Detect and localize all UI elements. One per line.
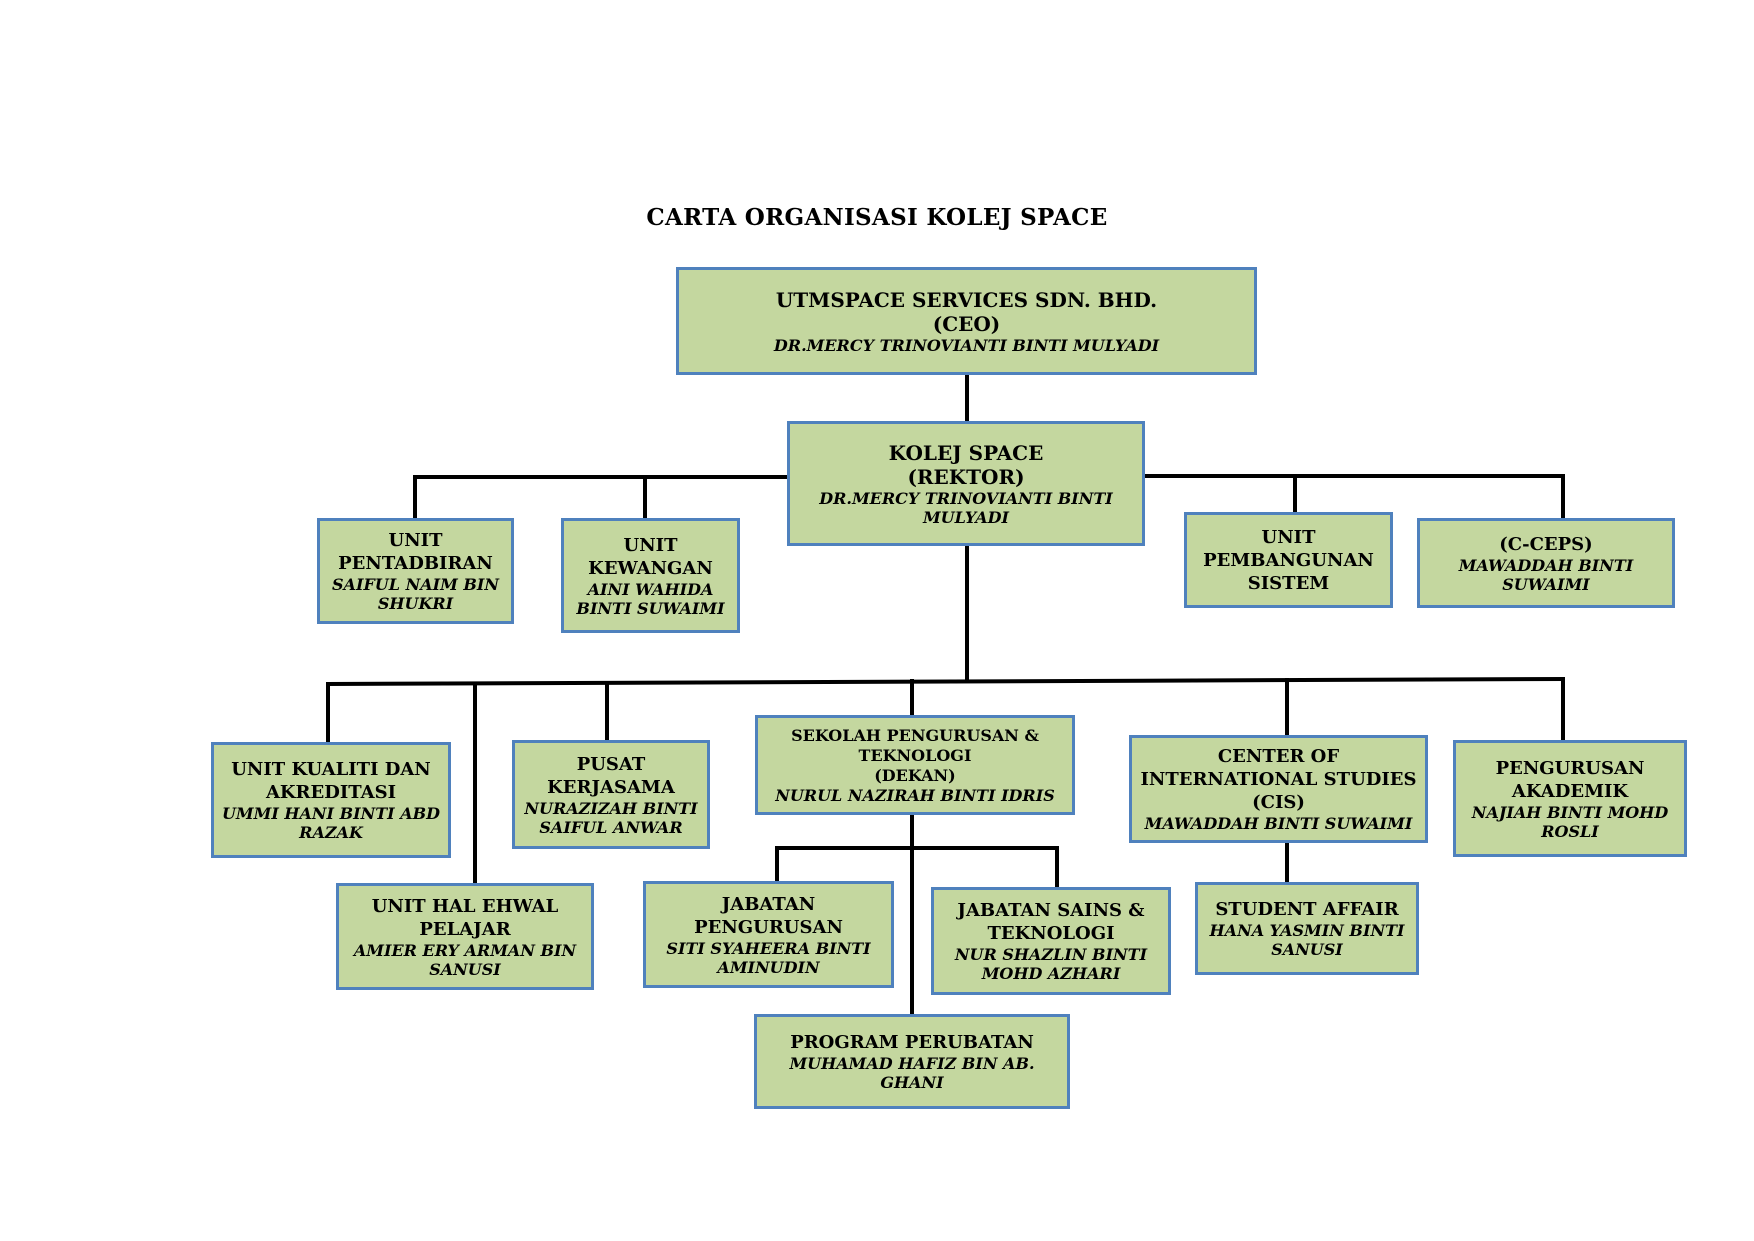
node-label-line: AKADEMIK [1511,780,1629,802]
node-label-line: STUDENT AFFAIR [1215,899,1399,920]
node-person-name: HANA YASMIN BINTI [1209,921,1405,940]
node-label-line: (CEO) [932,311,1001,336]
node-person-name: SAIFUL NAIM BIN [331,575,500,594]
node-person-name: NURAZIZAH BINTI [524,798,698,818]
node-person-name: GHANI [880,1073,944,1092]
node-person-name: UMMI HANI BINTI ABD [221,804,441,823]
node-label-line: UNIT KUALITI DAN [231,759,431,780]
node-label-line: PENTADBIRAN [338,553,493,574]
node-person-name: SUWAIMI [1502,574,1590,594]
node-label-line: TEKNOLOGI [858,745,972,765]
node-person-name: SHUKRI [377,594,454,613]
node-label-line: PELAJAR [419,918,511,940]
node-person-name: AINI WAHIDA [587,579,714,599]
node-person-name: ROSLI [1541,821,1599,841]
node-label-line: (C-CEPS) [1499,533,1593,555]
node-label-line: PENGURUSAN [694,916,843,938]
node-person-name: MOHD AZHARI [981,964,1121,983]
node-person-name: AMIER ERY ARMAN BIN [353,940,577,960]
node-label-line: AKREDITASI [265,782,397,803]
node-person-name: MULYADI [922,507,1010,527]
node-person-name: AMINUDIN [717,957,820,977]
node-label-line: SISTEM [1247,572,1330,594]
node-person-name: DR.MERCY TRINOVIANTI BINTI [819,488,1113,508]
node-label-line: PEMBANGUNAN [1203,549,1374,571]
node-label-line: UNIT HAL EHWAL [371,895,559,917]
connector-main-bar [325,676,1566,687]
node-person-name: MUHAMAD HAFIZ BIN AB. [789,1054,1035,1073]
node-person-name: DR.MERCY TRINOVIANTI BINTI MULYADI [773,335,1160,355]
node-label-line: KOLEJ SPACE [888,440,1044,465]
node-person-name: SANUSI [1271,940,1343,959]
node-person-name: BINTI SUWAIMI [576,598,725,618]
node-person-name: SAIFUL ANWAR [539,817,683,837]
node-person-name: SITI SYAHEERA BINTI [666,938,871,958]
node-person-name: NURUL NAZIRAH BINTI IDRIS [775,785,1055,805]
node-label-line: (CIS) [1252,792,1305,813]
node-label-line: PUSAT [576,753,646,775]
node-ceo: UTMSPACE SERVICES SDN. BHD.(CEO)DR.MERCY… [676,267,1257,375]
node-label-line: CENTER OF [1217,746,1340,767]
node-label-line: PENGURUSAN [1495,757,1645,779]
node-label-line: UNIT [623,534,678,556]
node-person-name: MAWADDAH BINTI [1458,555,1634,575]
node-label-line: TEKNOLOGI [987,923,1115,944]
node-label-line: (REKTOR) [907,464,1025,489]
chart-title: CARTA ORGANISASI KOLEJ SPACE [646,204,1108,231]
node-label-line: JABATAN [721,893,816,915]
node-label-line: PROGRAM PERUBATAN [790,1032,1034,1053]
node-person-name: SANUSI [429,959,501,979]
node-label-line: KERJASAMA [547,776,675,798]
node-sekolah-pengurusan: SEKOLAH PENGURUSAN &TEKNOLOGI(DEKAN)NURU… [755,715,1075,815]
node-label-line: INTERNATIONAL STUDIES [1140,769,1417,790]
node-person-name: MAWADDAH BINTI SUWAIMI [1144,814,1413,833]
node-label-line: JABATAN SAINS & [957,900,1145,921]
node-label-line: (DEKAN) [874,765,956,785]
node-label-line: UNIT [388,530,443,551]
node-person-name: RAZAK [299,823,363,842]
node-label-line: KEWANGAN [588,557,713,579]
node-label-line: UTMSPACE SERVICES SDN. BHD. [775,287,1158,312]
node-label-line: UNIT [1261,526,1316,548]
node-label-line: SEKOLAH PENGURUSAN & [791,725,1039,745]
node-person-name: NAJIAH BINTI MOHD [1471,802,1669,822]
node-person-name: NUR SHAZLIN BINTI [954,945,1148,964]
node-rektor: KOLEJ SPACE(REKTOR)DR.MERCY TRINOVIANTI … [787,421,1145,546]
